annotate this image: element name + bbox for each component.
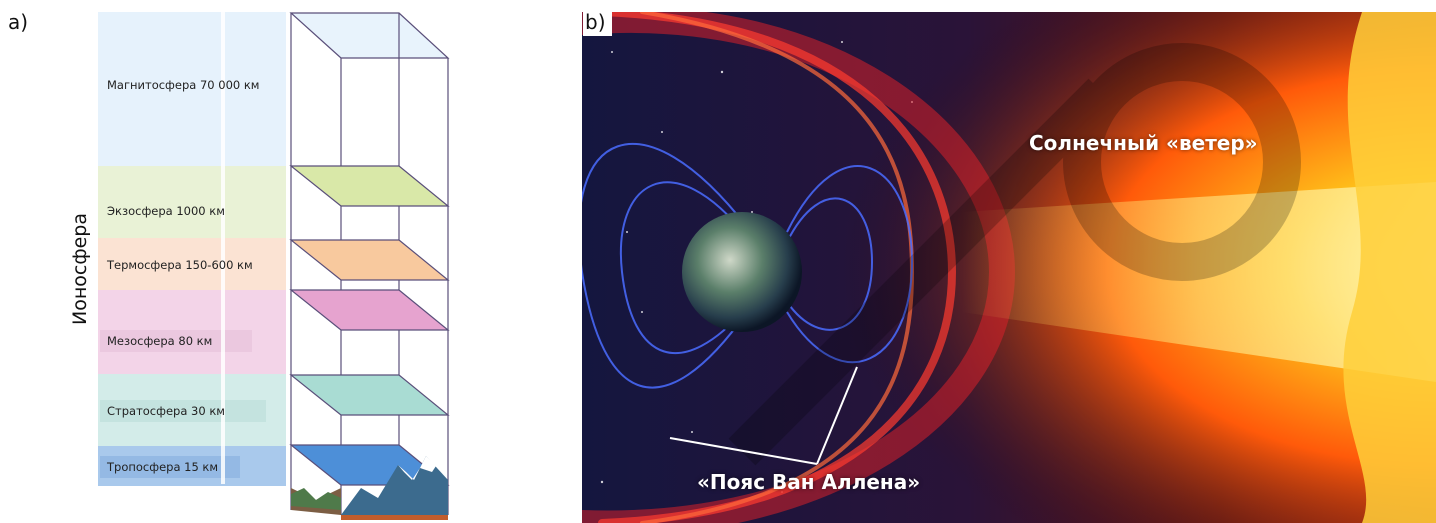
- slab-stratosphere: [289, 374, 450, 416]
- band-magnetosphere: [98, 12, 286, 166]
- solar-wind-label: Солнечный «ветер»: [1029, 131, 1258, 155]
- earth-icon: [682, 212, 802, 332]
- van-allen-pointer-right: [816, 366, 858, 465]
- mountains-icon: [291, 456, 448, 520]
- van-allen-belt-label: «Пояс Ван Аллена»: [697, 470, 921, 494]
- band-thermosphere: [98, 238, 286, 290]
- band-exosphere: [98, 166, 286, 238]
- troposphere-chip: [100, 456, 240, 478]
- layer-exosphere-label: Экзосфера 1000 км: [107, 204, 225, 218]
- slab-mesosphere: [289, 289, 450, 331]
- column-divider: [221, 12, 225, 484]
- layer-thermosphere-label: Термосфера 150-600 км: [107, 258, 253, 272]
- slab-exosphere: [289, 165, 450, 207]
- layer-stratosphere-label: Стратосфера 30 км: [107, 404, 225, 418]
- atmosphere-box-diagram: [289, 12, 450, 520]
- magnetosphere-illustration: [582, 12, 1436, 523]
- panel-a-label: a): [8, 10, 29, 34]
- watermark-logo: [728, 43, 1301, 466]
- panel-b-label: b): [583, 10, 612, 36]
- ionosphere-label: Ионосфера: [69, 213, 91, 325]
- slab-thermosphere: [289, 239, 450, 281]
- mesosphere-chip: [100, 330, 252, 352]
- layer-magnetosphere-label: Магнитосфера 70 000 км: [107, 78, 260, 92]
- sun-icon: [1343, 12, 1436, 523]
- layer-troposphere-label: Тропосфера 15 км: [107, 460, 219, 474]
- layer-mesosphere-label: Мезосфера 80 км: [107, 334, 213, 348]
- van-allen-pointer-left: [669, 437, 818, 465]
